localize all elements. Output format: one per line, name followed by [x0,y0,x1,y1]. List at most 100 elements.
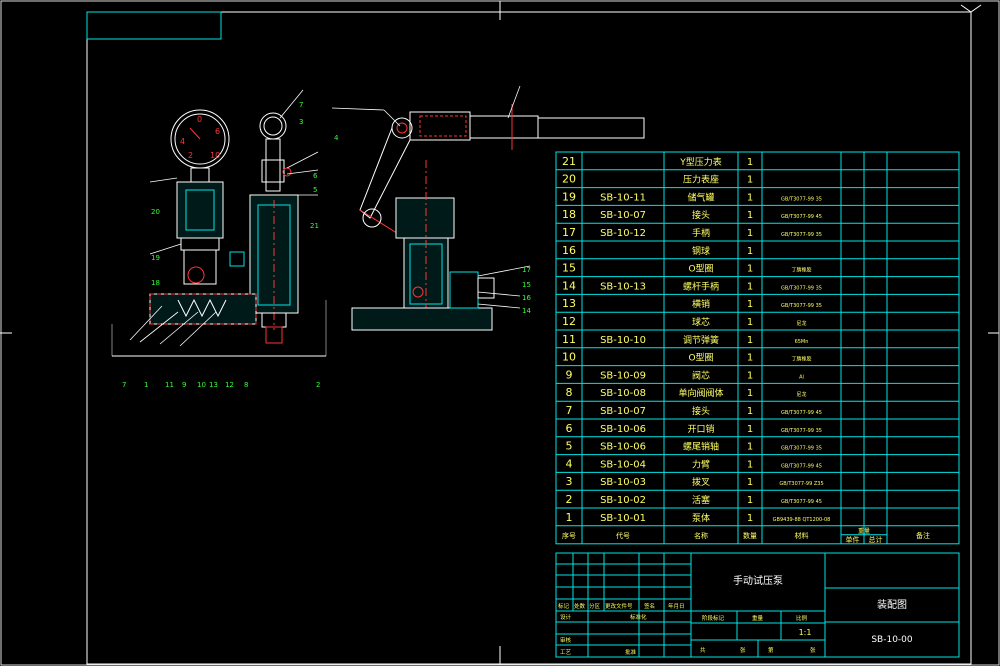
bom-row-qty: 1 [747,513,753,524]
bom-row-material: 丁腈橡胶 [791,356,811,363]
bom-row-name: 球芯 [692,316,710,328]
bom-row-qty: 1 [747,335,753,346]
bom-row-qty: 1 [747,442,753,453]
bom-row-name: 调节弹簧 [683,334,719,346]
bom-row-qty: 1 [747,228,753,239]
label-signature: 签名 [644,602,655,610]
bom-row-name: 活塞 [692,494,710,506]
machine-name: 手动试压泵 [733,574,783,587]
bom-row-material: GB/T3077-99 35 [781,285,822,291]
bom-header-cell: 单件 [846,535,860,544]
bom-row-code: SB-10-06 [600,442,646,453]
bom-header-cell: 代号 [616,531,630,540]
bom-row-code: SB-10-03 [600,477,646,488]
bom-row-number: 20 [562,173,576,186]
bom-row-material: GB/T3077-99 45 [781,499,822,505]
title-block-grid [555,552,960,658]
callout-right-0: 15 [522,281,531,289]
callout-left-bottom-7: 8 [244,381,248,389]
bom-row-number: 11 [562,333,576,346]
callout-left-side-1: 19 [151,254,160,262]
bom-row-name: O型圈 [688,264,713,275]
bom-row-qty: 1 [747,175,753,186]
bom-row-name: 接头 [692,209,710,221]
bom-row-number: 15 [562,262,576,275]
label-approve: 批准 [625,648,637,656]
bom-row-number: 16 [562,244,576,257]
bom-row-name: O型圈 [688,353,713,364]
bom-row-number: 12 [562,315,576,328]
bom-row-code: SB-10-08 [600,388,646,399]
bom-header-cell: 备注 [916,531,930,540]
bom-row-number: 4 [566,457,573,470]
bom-row-number: 14 [562,279,576,292]
bom-row-qty: 1 [747,157,753,168]
label-date: 年月日 [668,602,685,610]
bom-row-code: SB-10-13 [600,281,646,292]
label-mark: 标记 [558,602,570,610]
bom-row-name: 阀芯 [692,369,710,381]
callout-right-2: 14 [522,307,531,315]
bom-row-qty: 1 [747,424,753,435]
label-process: 工艺 [560,649,572,656]
bom-row-code: SB-10-04 [600,459,646,470]
bom-row-number: 6 [566,422,573,435]
bom-row-name: 泵体 [692,512,710,524]
bom-row-name: 横销 [692,298,710,310]
bom-row-name: 拨叉 [692,476,710,488]
label-review: 审核 [560,636,572,644]
bom-row-number: 8 [566,386,573,399]
svg-text:10: 10 [210,151,220,160]
bom-row-code: SB-10-07 [600,406,646,417]
bom-row-qty: 1 [747,388,753,399]
label-zone: 分区 [589,602,601,610]
label-total-sheets: 共 [700,646,706,654]
bom-row-qty: 1 [747,477,753,488]
bom-row-name: 储气罐 [687,191,714,203]
bom-row-code: SB-10-10 [600,335,646,346]
bom-row-code: SB-10-12 [600,228,646,239]
label-design: 设计 [560,613,572,621]
callout-left-bottom-8: 2 [316,381,320,389]
bom-row-number: 7 [566,404,573,417]
bom-row: 21 Y型压力表 1 [562,155,753,168]
bom-row-code: SB-10-06 [600,424,646,435]
bom-row-number: 21 [562,155,576,168]
bom-row-code: SB-10-02 [600,495,646,506]
pump-body-right [351,160,495,331]
bom-row-material: Al [799,374,804,380]
label-weight: 重量 [752,614,764,622]
callout-left-bottom-0: 7 [122,381,126,389]
bom-row-material: 尼龙 [796,320,806,327]
bom-row-code: SB-10-11 [600,192,646,203]
piston-column [249,112,299,344]
bom-row-material: GB/T3077-99 35 [781,232,822,238]
callout-left-bottom-1: 1 [144,381,148,389]
callout-left-bottom-4: 10 [197,381,206,389]
bom-row-code: SB-10-07 [600,210,646,221]
bom-row-material: 丁腈橡胶 [791,267,811,274]
bom-row-name: Y型压力表 [679,156,722,168]
bom-row-qty: 1 [747,299,753,310]
bom-row: 14 SB-10-13 螺杆手柄 1 GB/T3077-99 35 [562,279,822,292]
bom-row-qty: 1 [747,192,753,203]
bom-row-qty: 1 [747,281,753,292]
bom-row-number: 17 [562,226,576,239]
bom-row-name: 螺杆手柄 [683,280,719,292]
scale-value: 1:1 [799,628,812,637]
bom-row-material: GB9439-88 QT1200-08 [773,517,831,523]
bom-row-number: 9 [566,368,573,381]
label-sheet: 张 [740,646,746,654]
